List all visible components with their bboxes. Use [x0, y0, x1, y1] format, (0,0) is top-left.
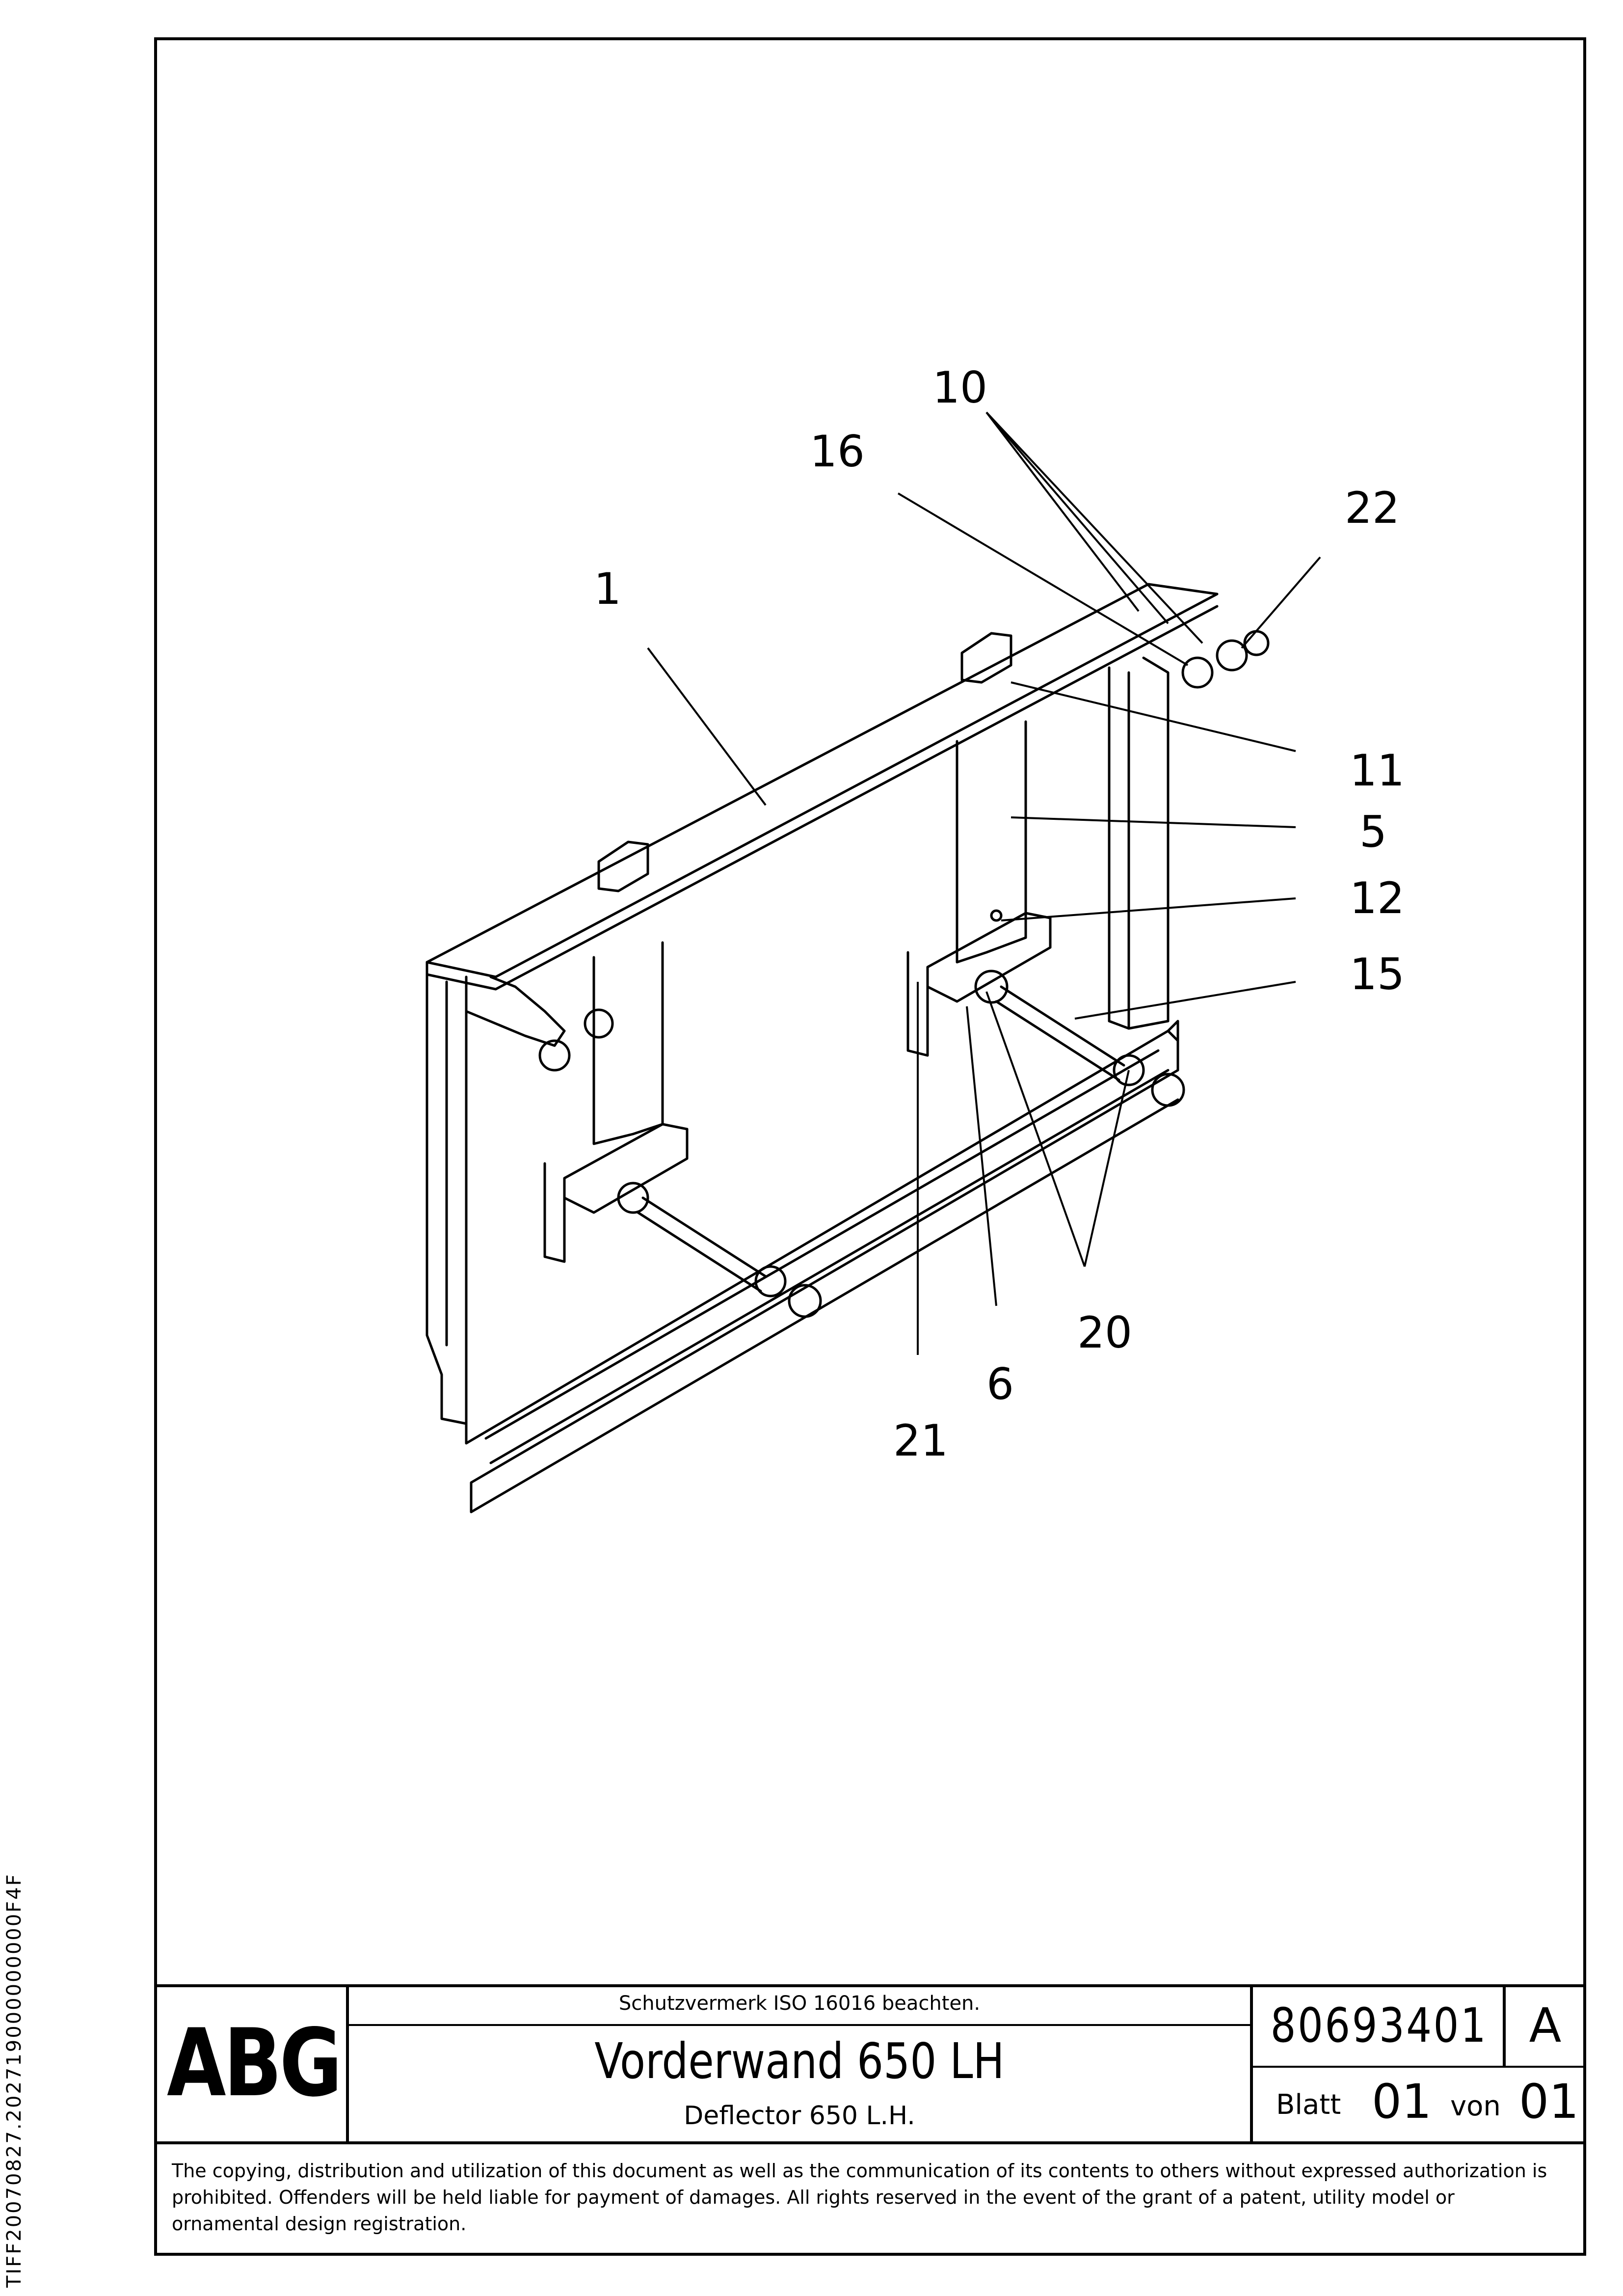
callout-11: 11 — [1350, 745, 1405, 796]
callout-10: 10 — [932, 362, 987, 413]
of-label: von — [1450, 2090, 1501, 2122]
lifting-lug-right — [960, 632, 1012, 684]
left-strap — [592, 941, 664, 1145]
callout-16: 16 — [810, 426, 865, 477]
right-bracket — [906, 912, 1052, 1057]
left-wall — [426, 961, 468, 1425]
callout-22: 22 — [1345, 483, 1400, 533]
right-post — [1108, 656, 1170, 1030]
title-english: Deflector 650 L.H. — [684, 2101, 915, 2131]
revision: A — [1529, 1998, 1562, 2053]
sheet-number: 01 — [1372, 2074, 1432, 2129]
callout-6: 6 — [986, 1359, 1014, 1409]
drawing-frame — [154, 37, 1586, 2256]
sheet-label: Blatt — [1276, 2089, 1341, 2121]
hanger-link — [465, 975, 566, 1047]
callout-15: 15 — [1350, 949, 1405, 999]
callout-1: 1 — [594, 564, 621, 614]
sheet-total: 01 — [1519, 2074, 1579, 2129]
callout-12: 12 — [1350, 873, 1405, 923]
callout-21: 21 — [893, 1415, 948, 1466]
right-strap — [956, 720, 1027, 964]
top-plate — [426, 583, 1219, 978]
callout-20: 20 — [1077, 1307, 1132, 1358]
title-german: Vorderwand 650 LH — [594, 2032, 1005, 2090]
copyright-notice: The copying, distribution and utilizatio… — [172, 2160, 1547, 2235]
lifting-lug-left — [597, 840, 649, 892]
deflector-blade — [465, 1029, 1179, 1513]
callout-5: 5 — [1359, 807, 1387, 857]
drawing-number: 80693401 — [1270, 1998, 1488, 2053]
abg-logo: ABG — [167, 2009, 342, 2117]
protection-note: Schutzvermerk ISO 16016 beachten. — [618, 1992, 981, 2015]
left-bracket — [543, 1123, 689, 1263]
